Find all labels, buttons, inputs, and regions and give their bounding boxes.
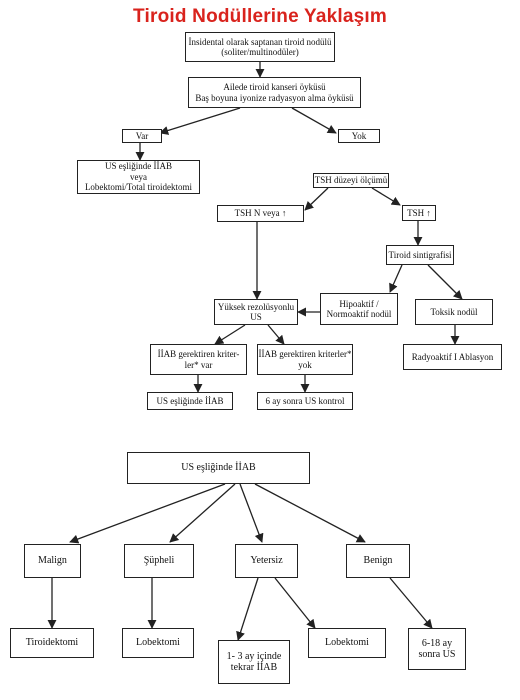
incidental-nodule-box: İnsidental olarak saptanan tiroid nodülü… (185, 32, 335, 62)
arrow-benign-to-followup (389, 577, 433, 629)
thyroidectomy-box: Tiroidektomi (10, 628, 94, 658)
arrow-highres-to-crit-yes (214, 324, 246, 345)
thyroid-scintigraphy-box: Tiroid sintigrafisi (386, 245, 454, 265)
var-box: Var (122, 129, 162, 143)
arrow-root-to-benign (254, 483, 366, 543)
arrow-tsh-to-low (371, 187, 401, 206)
tsh-measurement-box: TSH düzeyi ölçümü (313, 173, 389, 188)
diagram-title: Tiroid Nodüllerine Yaklaşım (133, 6, 387, 27)
criteria-present-box: İİAB gerektiren kriter- ler* var (150, 344, 247, 375)
arrow-scint-to-hypo (389, 264, 403, 293)
arrow-scint-to-toxic (427, 264, 463, 300)
arrow-insufficient-to-lob2 (274, 577, 316, 629)
yok-box: Yok (338, 129, 380, 143)
toxic-nodule-box: Toksik nodül (415, 299, 493, 325)
high-res-us-box: Yüksek rezolüsyonlu US (214, 299, 298, 325)
arrow-insufficient-to-repeat (236, 577, 259, 641)
criteria-absent-box: İİAB gerektiren kriterler* yok (257, 344, 353, 375)
suspicious-box: Şüpheli (124, 544, 194, 578)
insufficient-box: Yetersiz (235, 544, 298, 578)
history-box: Ailede tiroid kanseri öyküsü Baş boyuna … (188, 77, 361, 108)
lobectomy-suspicious-box: Lobektomi (122, 628, 194, 658)
hypoactive-nodule-box: Hipoaktif / Normoaktif nodül (320, 293, 398, 325)
lobectomy-insufficient-box: Lobektomi (308, 628, 386, 658)
benign-box: Benign (346, 544, 410, 578)
arrow-root-to-malign (69, 483, 226, 544)
followup-us-box: 6-18 ay sonra US (408, 628, 466, 670)
arrow-history-to-yok (291, 107, 337, 134)
arrow-root-to-suspicious (169, 483, 236, 543)
arrow-tsh-to-normal (304, 187, 329, 211)
malign-box: Malign (24, 544, 81, 578)
arrow-history-to-var (159, 107, 241, 135)
fnab-result-root-box: US eşliğinde İİAB (127, 452, 310, 484)
tsh-low-box: TSH ↑ (402, 205, 436, 221)
arrow-highres-to-crit-no (267, 324, 285, 345)
us-control-box: 6 ay sonra US kontrol (257, 392, 353, 410)
arrow-root-to-insufficient (239, 483, 264, 543)
us-guided-fnab-box: US eşliğinde İİAB (147, 392, 233, 410)
repeat-fnab-box: 1- 3 ay içinde tekrar İİAB (218, 640, 290, 684)
fnab-lobectomy-box: US eşliğinde İİAB veya Lobektomi/Total t… (77, 160, 200, 194)
tsh-normal-high-box: TSH N veya ↑ (217, 205, 304, 222)
radioactive-ablation-box: Radyoaktif I Ablasyon (403, 344, 502, 370)
